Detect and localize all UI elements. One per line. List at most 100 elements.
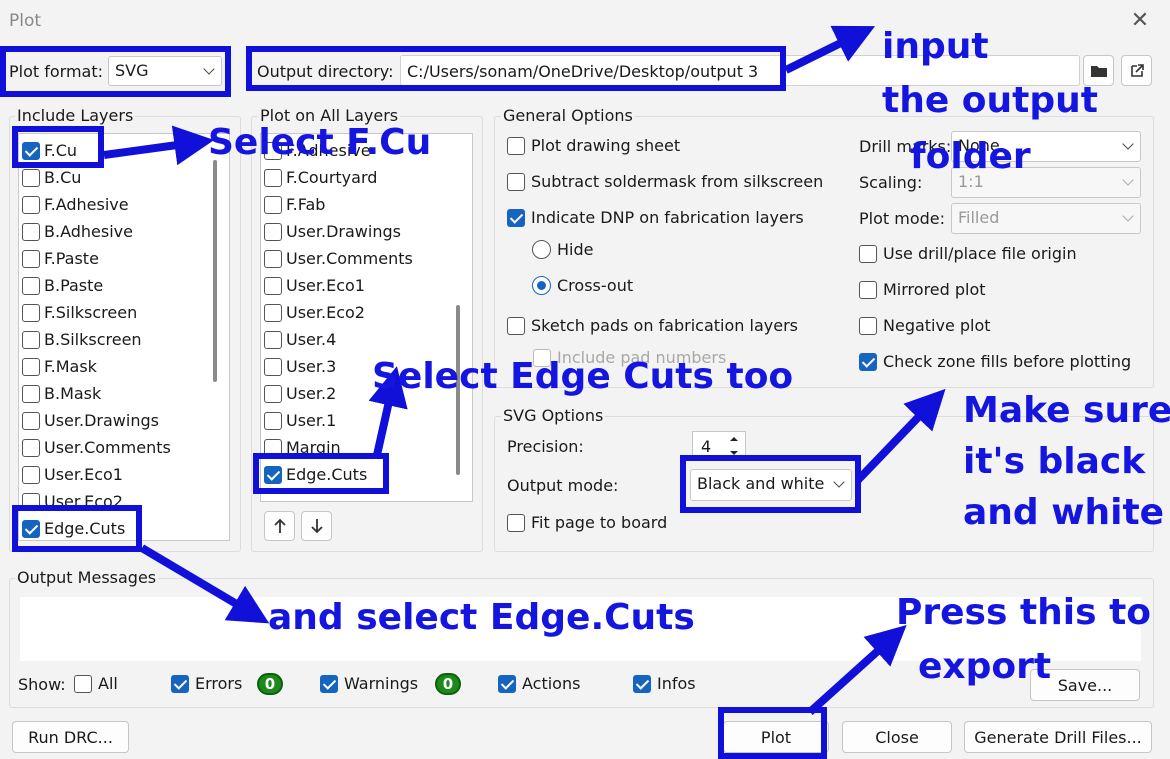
filter-warnings[interactable]: Warnings bbox=[320, 674, 418, 693]
include-layer-checkbox[interactable] bbox=[22, 249, 40, 268]
include-layer-item[interactable]: Edge.Cuts bbox=[22, 515, 125, 540]
mirrored-plot-option[interactable]: Mirrored plot bbox=[859, 280, 986, 299]
include-layer-item[interactable]: F.Silkscreen bbox=[22, 299, 137, 326]
negative-plot-checkbox[interactable] bbox=[859, 316, 877, 335]
all-layer-item[interactable]: User.3 bbox=[264, 353, 336, 380]
close-icon[interactable]: ✕ bbox=[1130, 8, 1150, 33]
include-layer-checkbox[interactable] bbox=[22, 438, 40, 457]
all-layer-item[interactable]: User.1 bbox=[264, 407, 336, 434]
include-layer-item[interactable]: B.Cu bbox=[22, 164, 81, 191]
fit-page-option[interactable]: Fit page to board bbox=[507, 513, 667, 532]
run-drc-button[interactable]: Run DRC... bbox=[12, 721, 129, 753]
spin-up-icon[interactable] bbox=[727, 434, 741, 444]
hide-option[interactable]: Hide bbox=[532, 240, 593, 259]
filter-all-checkbox[interactable] bbox=[74, 674, 92, 693]
include-layer-item[interactable]: F.Mask bbox=[22, 353, 97, 380]
negative-plot-option[interactable]: Negative plot bbox=[859, 316, 991, 335]
all-layer-item[interactable]: User.4 bbox=[264, 326, 336, 353]
output-mode-select[interactable]: Black and white bbox=[690, 469, 852, 501]
scaling-select[interactable]: 1:1 bbox=[951, 167, 1141, 198]
indicate-dnp-checkbox[interactable] bbox=[507, 208, 525, 227]
sketch-pads-option[interactable]: Sketch pads on fabrication layers bbox=[507, 316, 798, 335]
filter-errors-checkbox[interactable] bbox=[171, 674, 189, 693]
all-layer-checkbox[interactable] bbox=[264, 303, 282, 322]
filter-infos[interactable]: Infos bbox=[633, 674, 696, 693]
filter-all[interactable]: All bbox=[74, 674, 118, 693]
use-drill-origin-option[interactable]: Use drill/place file origin bbox=[859, 244, 1077, 263]
all-layer-item[interactable]: User.Eco2 bbox=[264, 299, 365, 326]
include-layer-checkbox[interactable] bbox=[22, 384, 40, 403]
all-layer-checkbox[interactable] bbox=[264, 249, 282, 268]
all-layer-checkbox[interactable] bbox=[264, 411, 282, 430]
fit-page-checkbox[interactable] bbox=[507, 513, 525, 532]
subtract-soldermask-option[interactable]: Subtract soldermask from silkscreen bbox=[507, 172, 823, 191]
cross-out-option[interactable]: Cross-out bbox=[532, 276, 633, 295]
close-button[interactable]: Close bbox=[842, 721, 952, 753]
include-layer-item[interactable]: B.Paste bbox=[22, 272, 103, 299]
all-layer-checkbox[interactable] bbox=[264, 465, 282, 484]
all-layer-checkbox[interactable] bbox=[264, 330, 282, 349]
include-layer-checkbox[interactable] bbox=[22, 195, 40, 214]
move-down-button[interactable] bbox=[301, 511, 332, 541]
include-layer-item[interactable]: User.Eco1 bbox=[22, 461, 123, 488]
plot-drawing-sheet-option[interactable]: Plot drawing sheet bbox=[507, 136, 680, 155]
all-layer-checkbox[interactable] bbox=[264, 222, 282, 241]
include-layer-checkbox[interactable] bbox=[22, 141, 40, 160]
indicate-dnp-option[interactable]: Indicate DNP on fabrication layers bbox=[507, 208, 804, 227]
use-drill-origin-checkbox[interactable] bbox=[859, 244, 877, 263]
generate-drill-files-button[interactable]: Generate Drill Files... bbox=[964, 721, 1152, 753]
all-layer-item[interactable]: User.Eco1 bbox=[264, 272, 365, 299]
include-layer-checkbox[interactable] bbox=[22, 330, 40, 349]
output-messages-area[interactable] bbox=[20, 597, 1141, 661]
filter-actions[interactable]: Actions bbox=[498, 674, 580, 693]
include-layer-item[interactable]: User.Comments bbox=[22, 434, 171, 461]
include-layer-checkbox[interactable] bbox=[22, 357, 40, 376]
all-layer-checkbox[interactable] bbox=[264, 141, 282, 160]
plot-drawing-sheet-checkbox[interactable] bbox=[507, 136, 525, 155]
cross-out-radio[interactable] bbox=[532, 276, 551, 295]
all-layer-checkbox[interactable] bbox=[264, 384, 282, 403]
mirrored-plot-checkbox[interactable] bbox=[859, 280, 877, 299]
include-layer-checkbox[interactable] bbox=[22, 222, 40, 241]
all-layer-item[interactable]: F.Courtyard bbox=[264, 164, 377, 191]
move-up-button[interactable] bbox=[264, 511, 295, 541]
open-directory-button[interactable] bbox=[1121, 55, 1152, 86]
include-layer-checkbox[interactable] bbox=[22, 465, 40, 484]
all-layer-item[interactable]: Edge.Cuts bbox=[264, 461, 367, 488]
all-layer-item[interactable]: User.Comments bbox=[264, 245, 413, 272]
include-layer-item[interactable]: B.Silkscreen bbox=[22, 326, 142, 353]
all-layer-item[interactable]: Margin bbox=[264, 434, 341, 461]
include-layer-item[interactable]: F.Cu bbox=[22, 137, 77, 164]
plot-format-select[interactable]: SVG bbox=[108, 56, 222, 86]
include-layer-checkbox[interactable] bbox=[22, 276, 40, 295]
hide-radio[interactable] bbox=[532, 240, 551, 259]
include-layer-item[interactable]: F.Adhesive bbox=[22, 191, 129, 218]
plot-all-layers-scrollbar[interactable] bbox=[456, 305, 460, 475]
all-layer-item[interactable]: F.Fab bbox=[264, 191, 325, 218]
include-layer-item[interactable]: F.Paste bbox=[22, 245, 99, 272]
filter-infos-checkbox[interactable] bbox=[633, 674, 651, 693]
include-layer-checkbox[interactable] bbox=[22, 168, 40, 187]
include-layer-checkbox[interactable] bbox=[22, 411, 40, 430]
all-layer-item[interactable]: User.2 bbox=[264, 380, 336, 407]
check-zone-fills-option[interactable]: Check zone fills before plotting bbox=[859, 352, 1131, 371]
sketch-pads-checkbox[interactable] bbox=[507, 316, 525, 335]
filter-errors[interactable]: Errors bbox=[171, 674, 242, 693]
spin-down-icon[interactable] bbox=[727, 448, 741, 458]
include-layer-checkbox[interactable] bbox=[22, 519, 40, 538]
check-zone-fills-checkbox[interactable] bbox=[859, 352, 877, 371]
include-layer-checkbox[interactable] bbox=[22, 303, 40, 322]
drill-marks-select[interactable]: None bbox=[951, 131, 1141, 162]
all-layer-checkbox[interactable] bbox=[264, 276, 282, 295]
all-layer-checkbox[interactable] bbox=[264, 168, 282, 187]
plot-mode-select[interactable]: Filled bbox=[951, 203, 1141, 234]
save-messages-button[interactable]: Save... bbox=[1030, 669, 1140, 701]
include-layer-item[interactable]: B.Mask bbox=[22, 380, 101, 407]
all-layer-checkbox[interactable] bbox=[264, 357, 282, 376]
include-layer-item[interactable]: User.Drawings bbox=[22, 407, 159, 434]
all-layer-item[interactable]: F.Adhesive bbox=[264, 137, 371, 164]
subtract-soldermask-checkbox[interactable] bbox=[507, 172, 525, 191]
filter-actions-checkbox[interactable] bbox=[498, 674, 516, 693]
